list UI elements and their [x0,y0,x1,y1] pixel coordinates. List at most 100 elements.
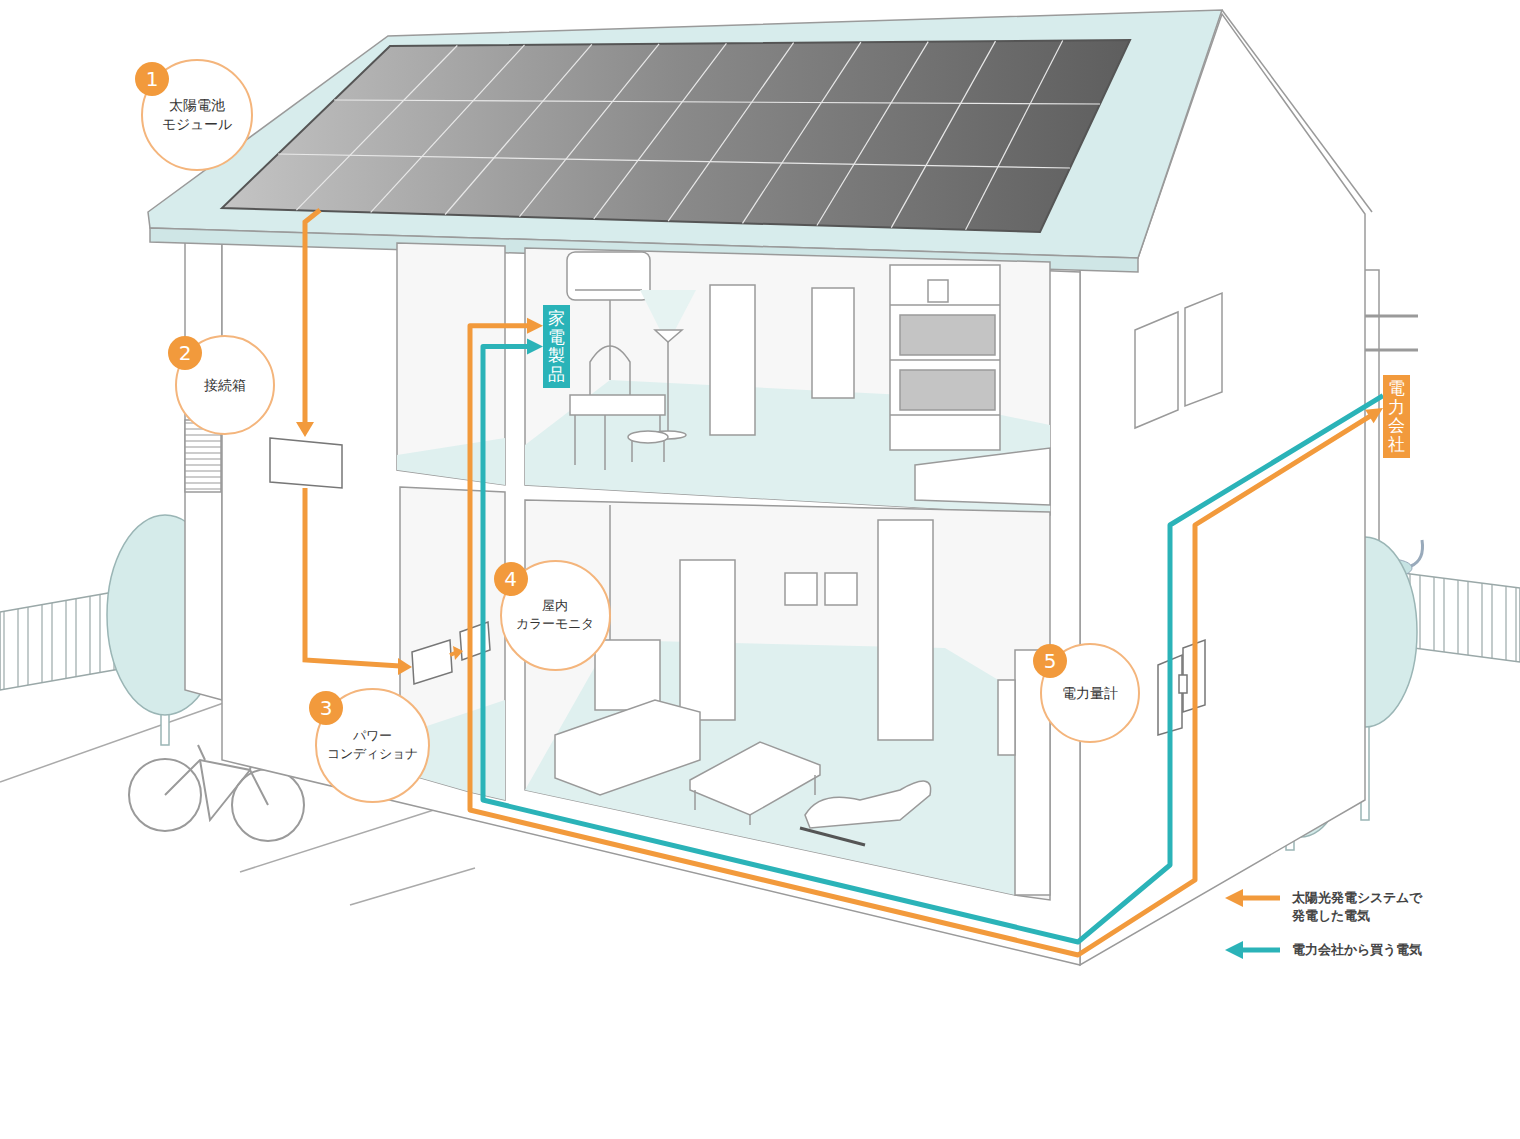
furniture [604,415,606,470]
callout-circle: 4屋内 カラーモニタ [500,560,611,671]
solar-panel [222,40,1130,232]
furniture [805,781,931,828]
furniture [915,448,1050,505]
solar-panel [594,43,727,219]
arrow-head [1365,408,1383,423]
solar-panel [278,41,1100,230]
solar-flow-arrow [296,422,314,437]
solar-flow-arrow [305,210,320,425]
house [1185,293,1222,406]
solar-panel [296,46,457,211]
furniture [575,289,642,291]
callout-circle: 3パワー コンディショナ [315,688,430,803]
solar-panel [817,42,928,226]
furniture [814,775,816,795]
legend-arrow [1240,948,1280,953]
equipment [270,438,342,488]
solar-panel [520,44,660,217]
legend-item: 太陽光発電システムで 発電した電気 [1292,889,1452,925]
legend-arrow [1240,896,1280,901]
furniture [710,285,755,435]
furniture [800,828,865,845]
furniture [694,790,696,810]
callout-circle: 1太陽電池 モジュール [141,59,253,171]
flow-connector [483,338,1383,942]
callout-number: 2 [168,336,202,370]
label-tag: 家電製品 [543,305,570,388]
furniture [749,815,751,825]
callout-circle: 2接続箱 [175,335,275,435]
house [222,240,1080,965]
callout-label: 太陽電池 モジュール [147,96,247,134]
arrow-head [527,318,543,334]
solar-panel [222,40,1130,232]
vertical-label: 電力会社 [1388,379,1405,454]
furniture [690,742,820,815]
solar-panel [371,45,525,213]
solar-panel [891,41,995,228]
interior [525,640,1015,895]
label-tag: 電力会社 [1383,375,1410,458]
callout-label: 屋内 カラーモニタ [505,597,605,632]
legend-text: 太陽光発電システムで 発電した電気 [1292,889,1452,925]
callout-number: 5 [1033,644,1067,678]
solar-flow-arrow [305,488,400,666]
equipment [270,438,1205,735]
solar-panel [278,154,1070,168]
callout-circle: 5電力量計 [1040,643,1140,743]
furniture [595,640,660,710]
furniture [667,342,669,432]
flow-line [470,326,1375,955]
flow-connector [470,318,1383,955]
house [1222,10,1372,212]
furniture [663,440,665,462]
interior [397,243,505,485]
equipment [412,640,452,684]
furniture [555,252,1050,845]
house [1135,312,1178,428]
solar-flow-arrow [296,210,463,675]
furniture [890,414,1000,416]
solar-panel [668,43,793,221]
interior [998,680,1015,755]
furniture [628,431,668,443]
solar-flow-arrow [453,646,463,660]
solar-panel [966,41,1063,230]
furniture [900,315,995,355]
solar-flow-arrow [398,658,412,675]
furniture [890,359,1000,361]
flow-line [483,346,1383,942]
furniture [890,304,1000,306]
furniture [812,288,854,398]
solar-panel [445,44,592,214]
furniture [655,330,682,342]
ground-lines [0,700,232,782]
furniture [928,280,948,302]
solar-panel [334,100,1100,104]
furniture [680,560,735,720]
callout-number: 4 [494,562,528,596]
arrow-head [527,338,543,354]
furniture [555,700,700,795]
furniture [900,370,995,410]
furniture [878,520,933,740]
vertical-label: 家電製品 [548,309,565,384]
equipment [1179,675,1187,693]
ground-lines [350,868,475,905]
bicycle [200,760,250,820]
callout-label: 電力量計 [1062,684,1118,703]
furniture [890,265,1000,450]
cat [1411,540,1423,566]
legend-arrow [1225,889,1280,959]
furniture [785,573,817,605]
furniture [567,252,650,300]
house [148,10,1372,965]
legend-text: 電力会社から買う電気 [1292,941,1422,959]
house [185,232,222,700]
callout-number: 1 [135,62,169,96]
interior [397,438,505,485]
furniture [590,346,630,395]
